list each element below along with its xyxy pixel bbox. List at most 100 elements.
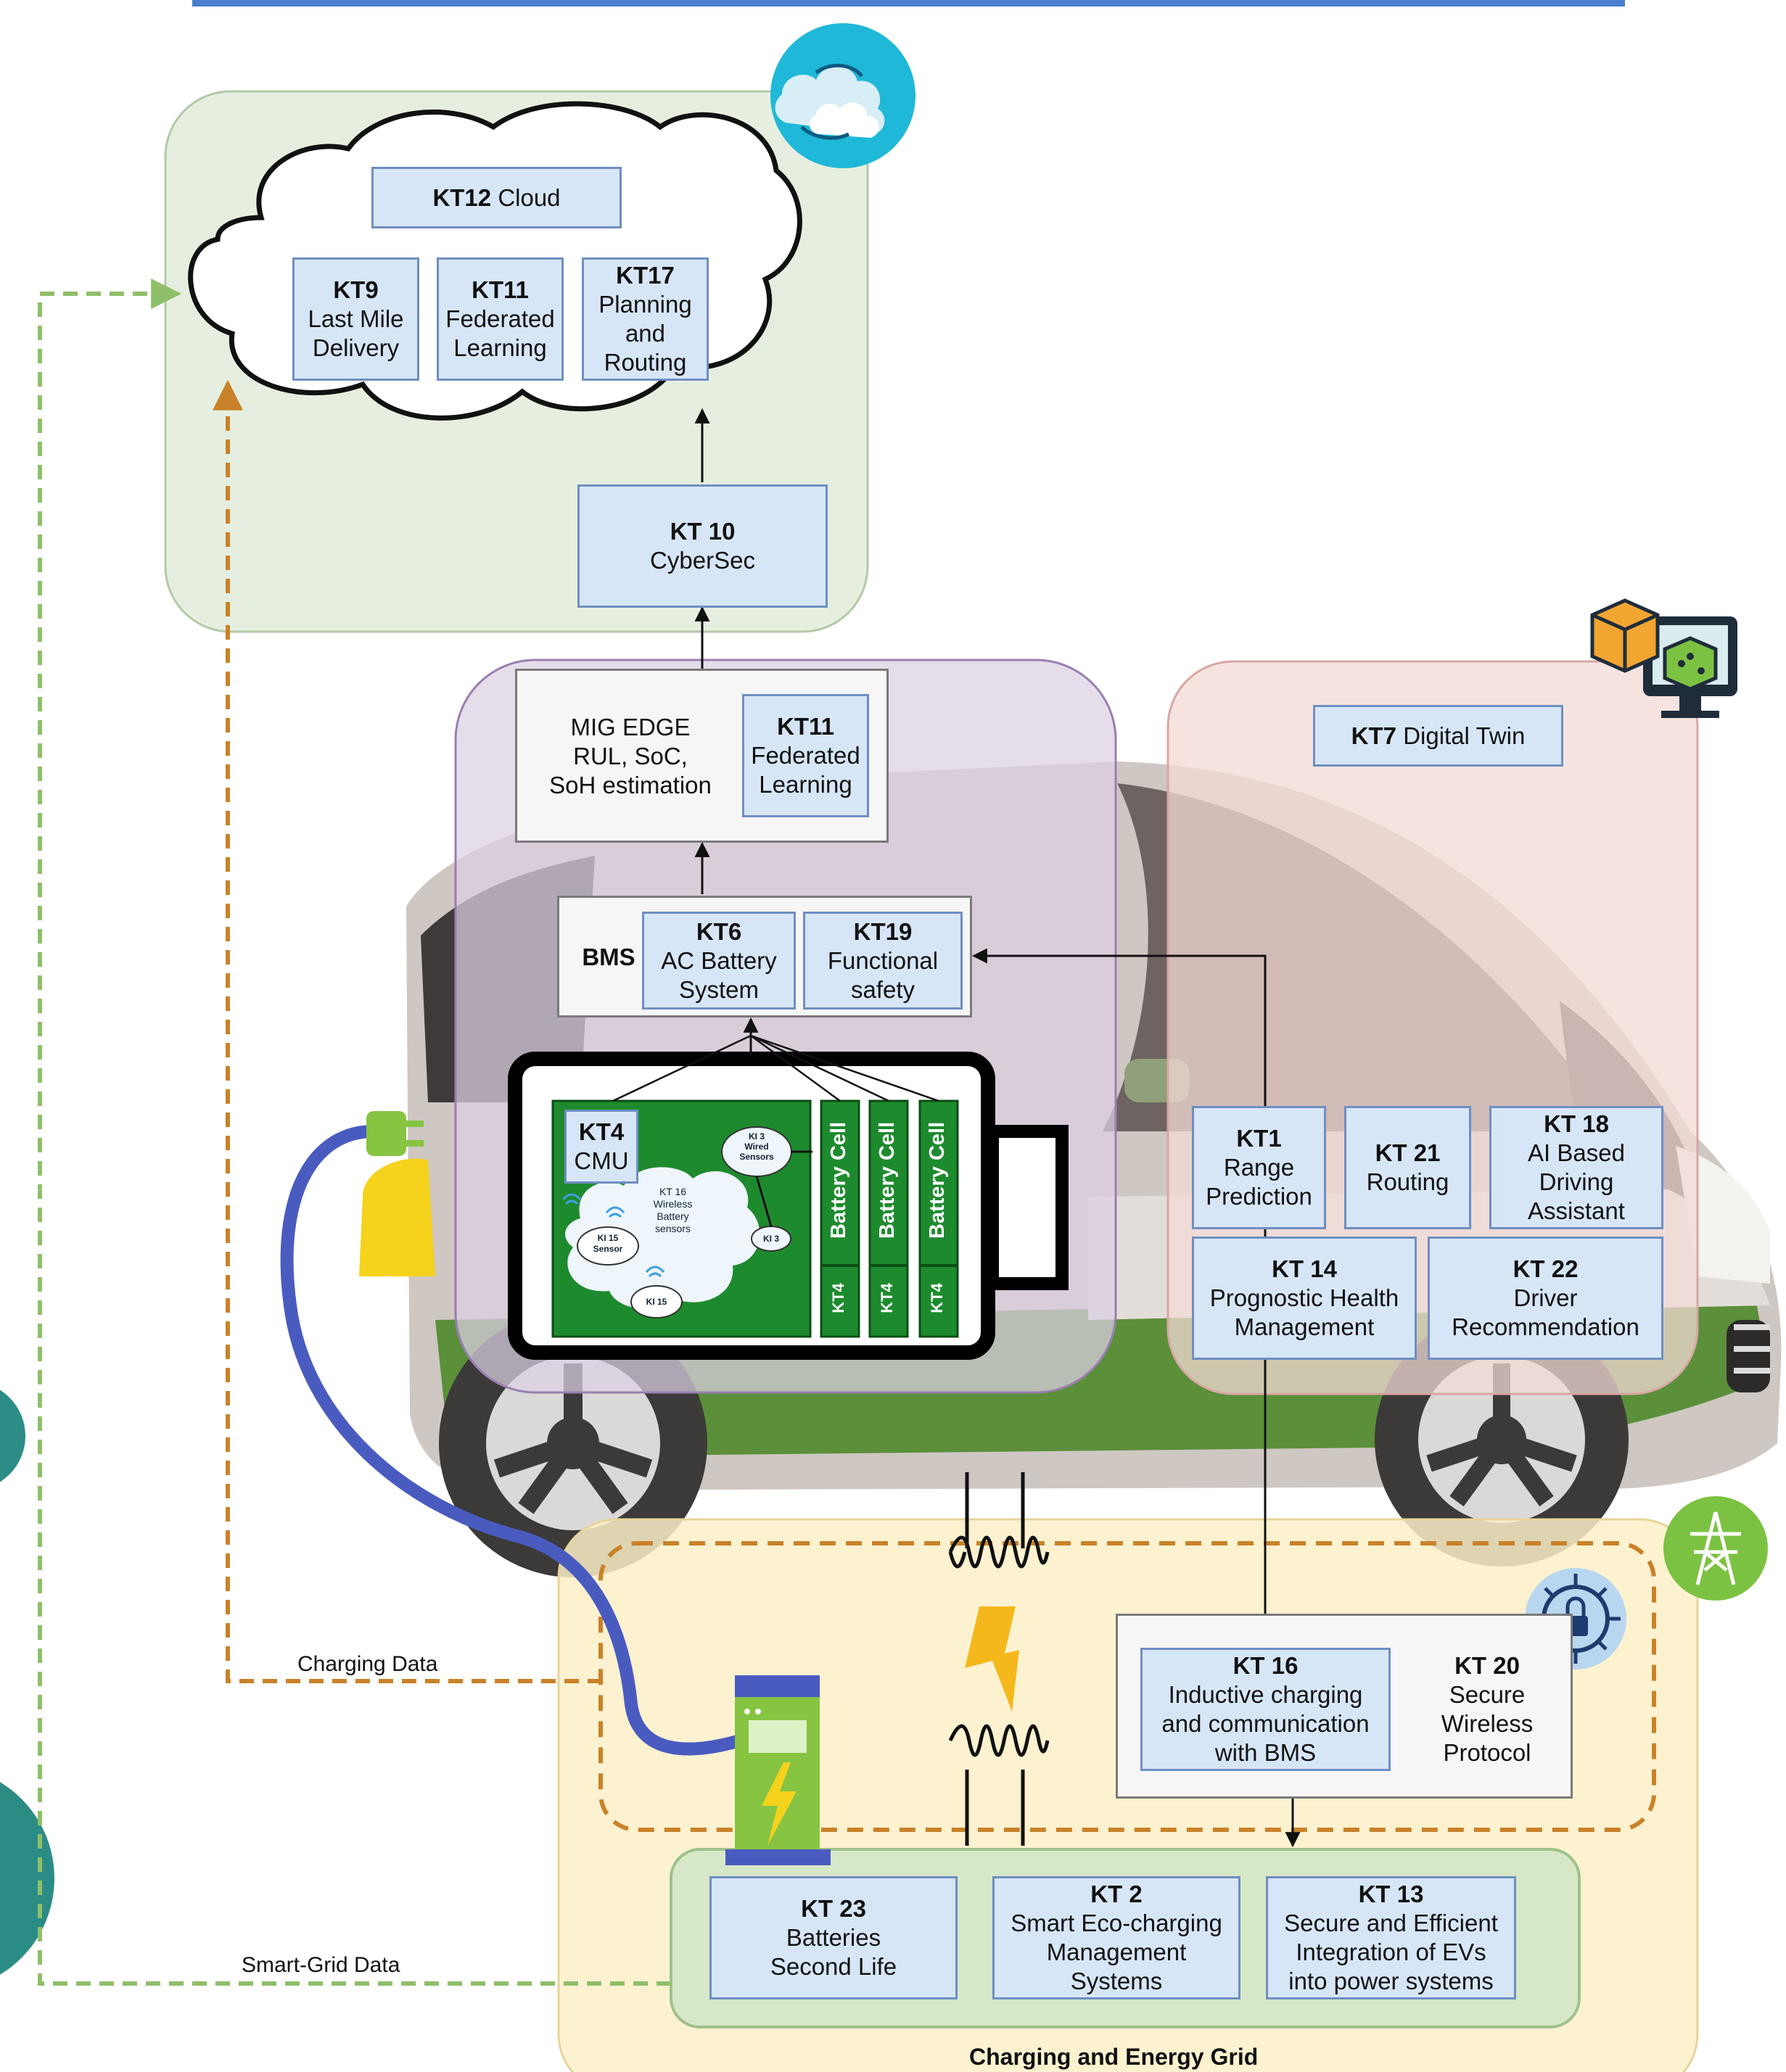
kt23-text: Batteries Second Life [770, 1924, 897, 1980]
top-bar [192, 0, 1625, 7]
bms-fan-lines [612, 1034, 939, 1102]
kt22-box: KT 22 Driver Recommendation [1428, 1237, 1663, 1360]
kt19-id: KT19 [853, 917, 913, 945]
cell-tag-1: KT4 [829, 1283, 847, 1313]
sensor-wires [755, 1150, 812, 1227]
kt12-text: Cloud [498, 183, 561, 211]
kt9-text: Last Mile Delivery [308, 305, 404, 361]
kt17-text: Planning and Routing [598, 291, 692, 376]
kt17-box: KT17 Planning and Routing [582, 257, 709, 381]
digital-twin-icon [1590, 598, 1737, 718]
kt18-id: KT 18 [1544, 1110, 1609, 1137]
mig-edge-text: MIG EDGE RUL, SoC, SoH estimation [549, 713, 712, 798]
kt21-text: Routing [1366, 1168, 1449, 1195]
ki3-label: KI 3 [762, 1234, 779, 1244]
kt4-text: CMU [574, 1147, 629, 1174]
battery-cell-label-3: Battery Cell [926, 1121, 949, 1239]
kt1-id: KT1 [1236, 1125, 1282, 1152]
battery-terminal [986, 1125, 1069, 1290]
charging-station-icon [725, 1675, 831, 1865]
kt7-id: KT7 [1351, 722, 1397, 749]
kt10-cybersec-box: KT 10 CyberSec [577, 484, 828, 608]
kt11-cloud-text: Federated Learning [445, 305, 555, 361]
kt22-id: KT 22 [1513, 1255, 1579, 1282]
kt23-id: KT 23 [801, 1895, 866, 1922]
kt21-id: KT 21 [1375, 1139, 1441, 1166]
battery-cell-3 [918, 1099, 959, 1338]
kt13-id: KT 13 [1358, 1881, 1424, 1907]
kt16-id: KT 16 [1232, 1652, 1299, 1679]
wifi-marks [561, 1193, 665, 1278]
bms-label: BMS [582, 944, 635, 970]
kt7-digital-twin-header: KT7 Digital Twin [1313, 705, 1563, 767]
kt2-text: Smart Eco-charging Management Systems [1011, 1910, 1222, 1994]
kt20-label: KT 20 Secure Wireless Protocol [1407, 1648, 1567, 1771]
kt18-text: AI Based Driving Assistant [1528, 1139, 1625, 1224]
kt23-box: KT 23 Batteries Second Life [709, 1876, 958, 1999]
teal-circle-large [0, 1782, 54, 1975]
kt12-cloud-header: KT12 Cloud [371, 167, 622, 228]
charging-data-link [213, 379, 602, 1683]
smart-grid-data-link [38, 278, 671, 1986]
kt11-cloud-id: KT11 [472, 276, 529, 303]
kt2-box: KT 2 Smart Eco-charging Management Syste… [992, 1876, 1240, 1999]
smart-grid-data-label: Smart-Grid Data [242, 1953, 400, 1977]
ki15-sensor-label: KI 15 Sensor [593, 1233, 623, 1254]
kt14-text: Prognostic Health Management [1209, 1284, 1399, 1340]
kt9-id: KT9 [333, 276, 379, 303]
wireless-sensor-cloud [565, 1167, 760, 1309]
kt13-text: Secure and Efficient Integration of EVs … [1284, 1910, 1498, 1994]
kt11-edge-box: KT11 Federated Learning [742, 694, 869, 817]
power-tower-icon [1663, 1496, 1768, 1601]
ki15-node [630, 1285, 683, 1318]
kt22-text: Driver Recommendation [1452, 1284, 1639, 1340]
kt14-box: KT 14 Prognostic Health Management [1192, 1237, 1417, 1360]
charging-data-label: Charging Data [297, 1652, 438, 1676]
kt10-text: CyberSec [650, 547, 755, 574]
kt19-box: KT19 Functional safety [803, 912, 963, 1010]
ki3-wired-label: KI 3 Wired Sensors [739, 1131, 774, 1162]
grid-region-label: Charging and Energy Grid [969, 2044, 1259, 2070]
arrows [694, 408, 1301, 1848]
cell-tag-3: KT4 [928, 1283, 946, 1313]
kt6-box: KT6 AC Battery System [642, 912, 796, 1010]
kt20-id: KT 20 [1454, 1652, 1520, 1679]
kt18-box: KT 18 AI Based Driving Assistant [1489, 1106, 1663, 1229]
kt16-text: Inductive charging and communication wit… [1161, 1681, 1370, 1766]
battery-cell-1 [820, 1099, 860, 1338]
kt7-text: Digital Twin [1403, 722, 1526, 749]
kt16-inductive-box: KT 16 Inductive charging and communicati… [1140, 1648, 1391, 1771]
charging-cable [280, 1125, 746, 1756]
kt1-text: Range Prediction [1206, 1154, 1312, 1210]
kt11-cloud-box: KT11 Federated Learning [437, 257, 564, 381]
kt14-id: KT 14 [1272, 1255, 1337, 1282]
lightning-icon [965, 1606, 1019, 1712]
ki15-sensor-node [577, 1226, 639, 1266]
kt4-cmu-box: KT4 CMU [564, 1110, 638, 1184]
kt10-id: KT 10 [670, 518, 736, 545]
inductive-coils [948, 1472, 1050, 1846]
kt12-id: KT12 [432, 183, 492, 211]
kt19-text: Functional safety [827, 946, 939, 1003]
kt21-box: KT 21 Routing [1344, 1106, 1471, 1229]
kt16-wireless-label: KT 16 Wireless Battery sensors [653, 1186, 693, 1234]
kt1-box: KT1 Range Prediction [1192, 1106, 1326, 1229]
kt11-edge-text: Federated Learning [751, 742, 860, 798]
kt13-box: KT 13 Secure and Efficient Integration o… [1266, 1876, 1516, 1999]
kt9-box: KT9 Last Mile Delivery [292, 257, 419, 381]
kt4-id: KT4 [578, 1118, 625, 1145]
plug-icon [366, 1111, 424, 1156]
ki15-label: KI 15 [646, 1297, 667, 1307]
battery-cell-label-2: Battery Cell [876, 1121, 899, 1239]
kt17-id: KT17 [616, 262, 675, 289]
teal-circle-small [0, 1390, 25, 1482]
battery-cell-label-1: Battery Cell [827, 1121, 850, 1239]
cloud-sync-icon [770, 23, 915, 168]
kt11-edge-id: KT11 [777, 713, 834, 740]
kt6-id: KT6 [696, 917, 742, 945]
kt6-text: AC Battery System [661, 946, 777, 1003]
kt20-text: Secure Wireless Protocol [1441, 1681, 1534, 1766]
cell-tag-2: KT4 [878, 1283, 896, 1313]
kt2-id: KT 2 [1090, 1881, 1143, 1907]
